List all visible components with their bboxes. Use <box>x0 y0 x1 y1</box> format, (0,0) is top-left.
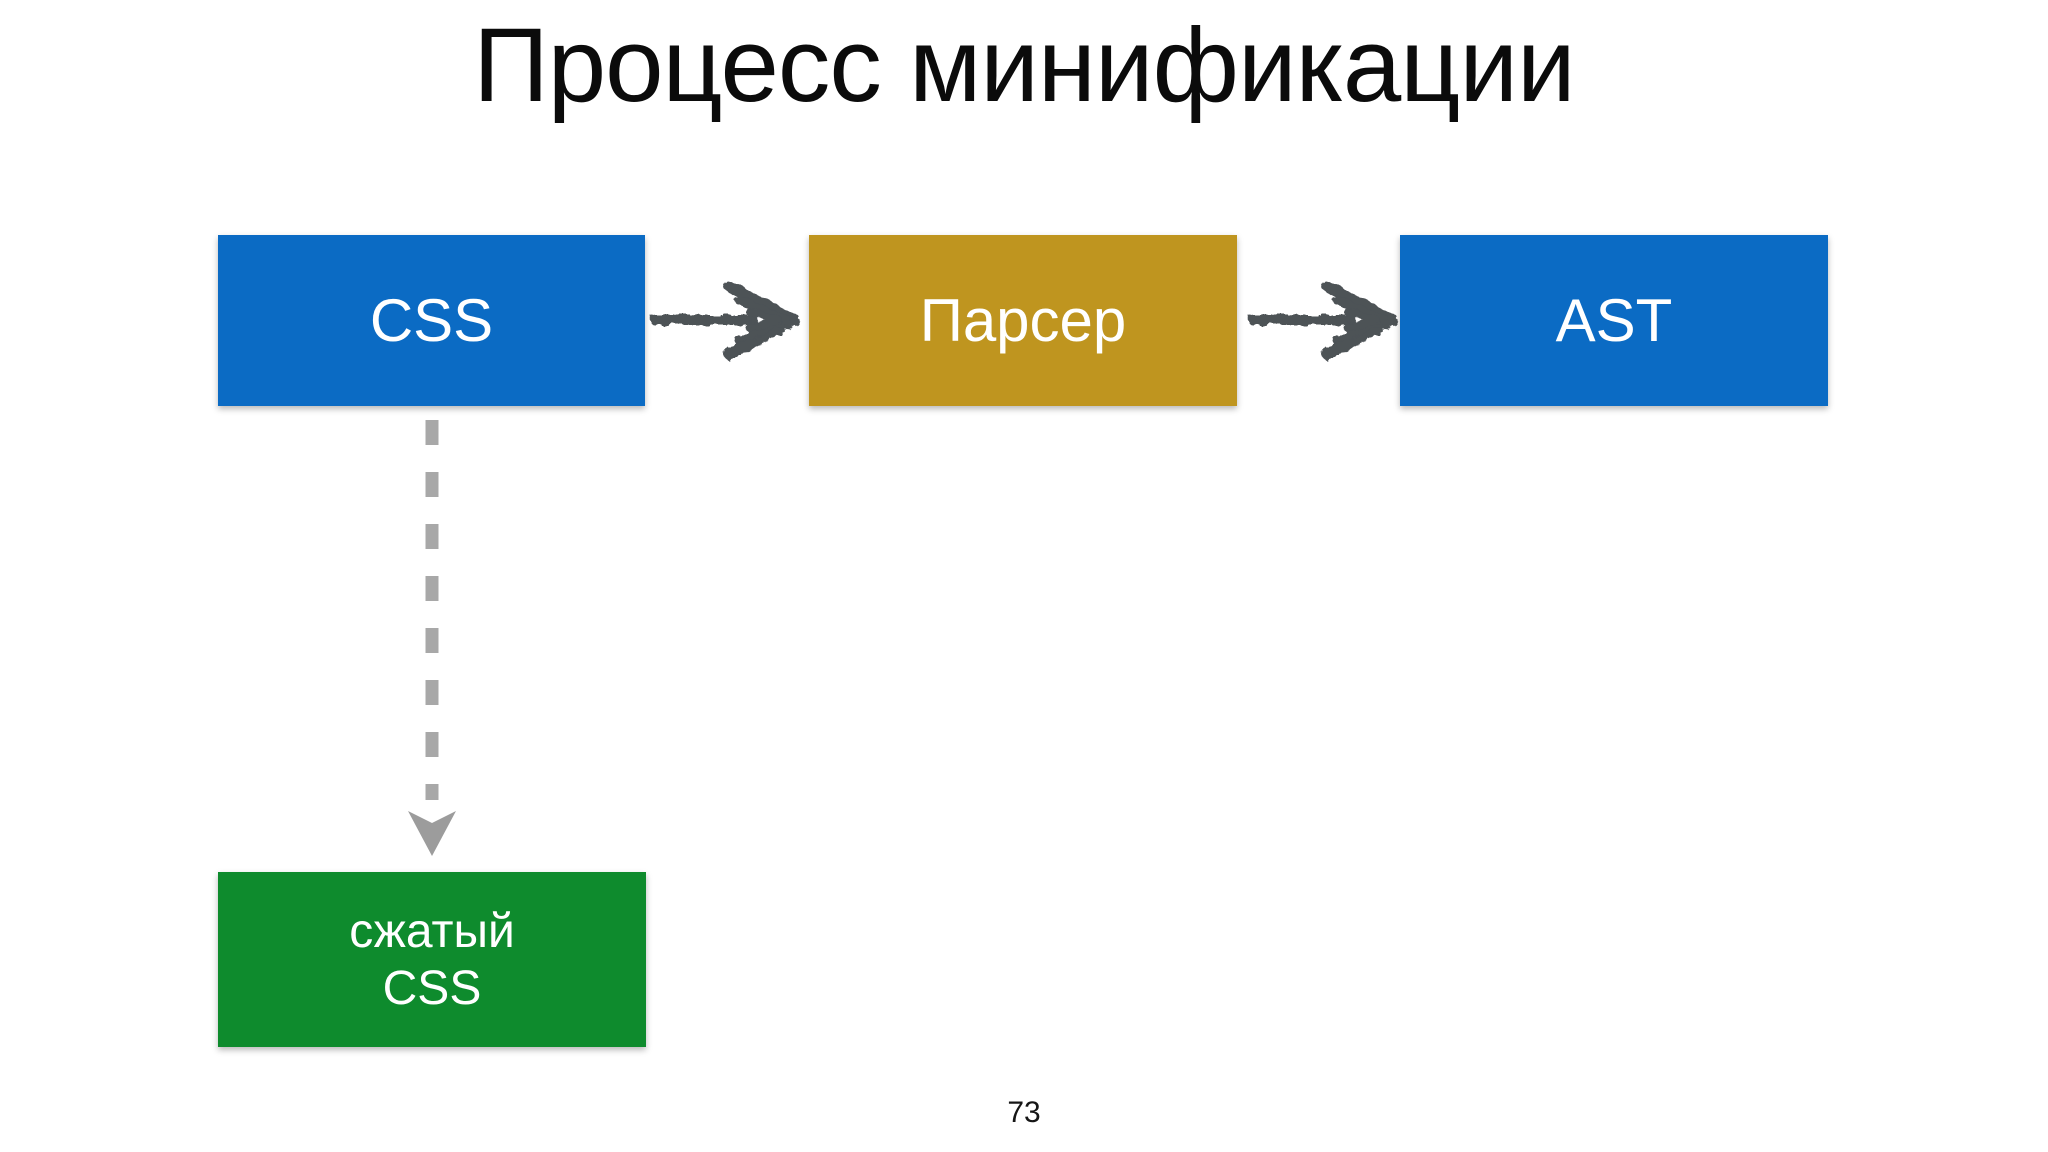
node-parser: Парсер <box>809 235 1237 406</box>
node-css-label: CSS <box>369 287 494 354</box>
node-ast-label: AST <box>1555 287 1673 354</box>
node-compressed-css: сжатый CSS <box>218 872 646 1047</box>
node-ast: AST <box>1400 235 1828 406</box>
node-css: CSS <box>218 235 645 406</box>
node-parser-label: Парсер <box>919 287 1127 354</box>
arrow-parser-to-ast-icon <box>1248 280 1399 360</box>
node-compressed-css-label-line2: CSS <box>382 961 482 1015</box>
page-number: 73 <box>1007 1096 1041 1129</box>
arrow-css-to-parser-icon <box>650 280 801 360</box>
slide-title: Процесс минификации <box>473 7 1575 124</box>
arrow-css-to-compressed-icon <box>408 420 456 856</box>
node-compressed-css-label-line1: сжатый <box>349 904 515 958</box>
